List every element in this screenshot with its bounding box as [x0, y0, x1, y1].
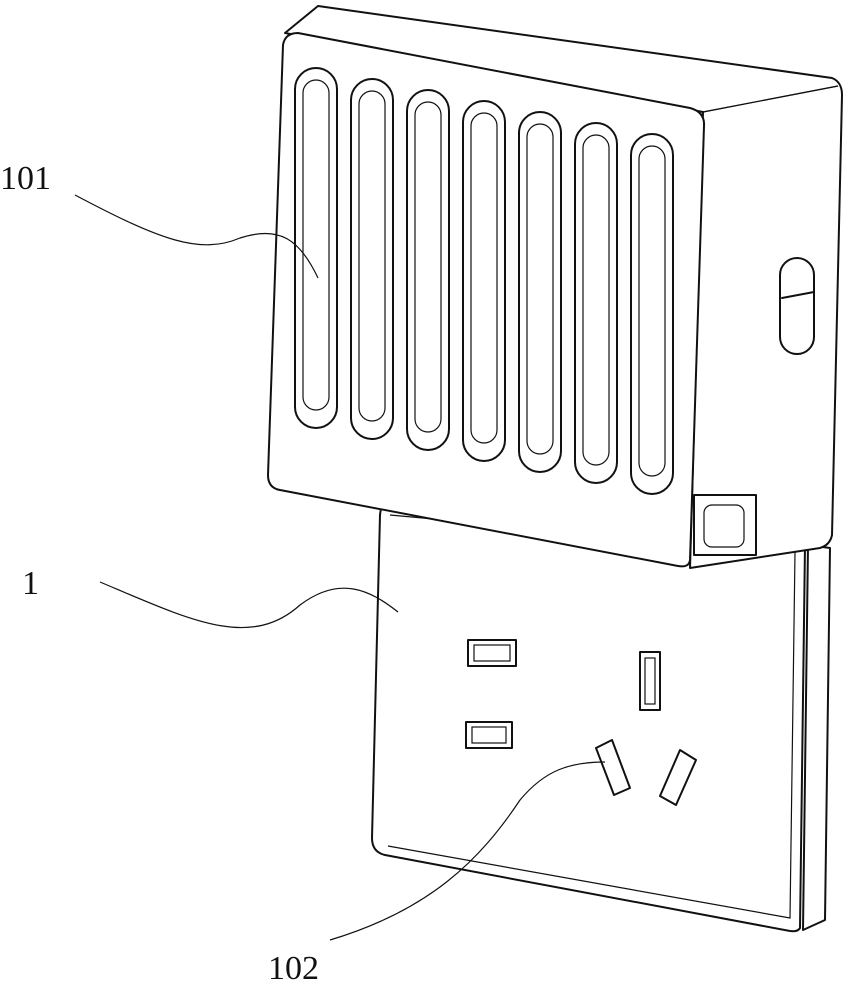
socket-panel: [372, 505, 830, 931]
label-102: 102: [268, 950, 319, 988]
label-1: 1: [22, 565, 39, 603]
label-101: 101: [0, 160, 51, 198]
